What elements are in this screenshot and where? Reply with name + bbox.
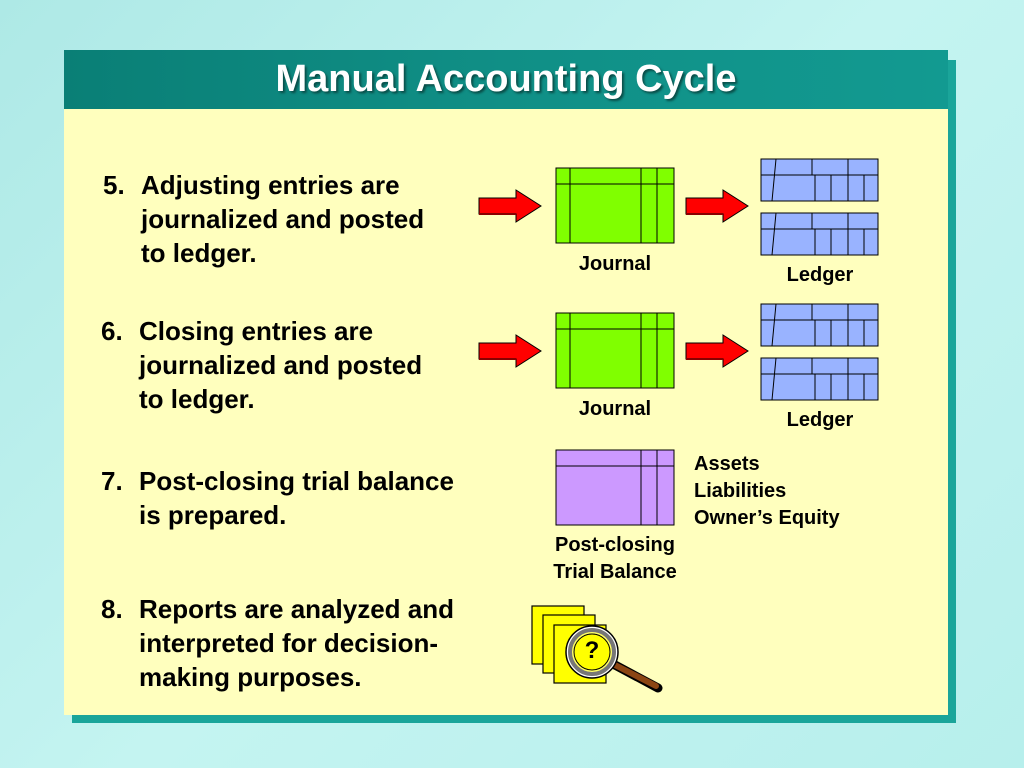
journal-label: Journal [578, 398, 652, 420]
ledger-icon [760, 158, 879, 202]
step-number: 7. [101, 466, 123, 496]
right-arrow-icon [685, 189, 749, 223]
right-arrow-icon [478, 189, 542, 223]
ledger-icon [760, 212, 879, 256]
slide-title: Manual Accounting Cycle [275, 58, 737, 100]
question-mark: ? [584, 637, 600, 664]
title-bar: Manual Accounting Cycle [64, 50, 948, 109]
journal-icon [555, 167, 675, 244]
step-number: 6. [101, 316, 123, 346]
post-closing-trial-balance-label: Post-closing Trial Balance [553, 534, 677, 583]
trial-balance-icon [555, 449, 675, 526]
right-arrow-icon [685, 334, 749, 368]
step-text: Post-closing trial balance is prepared. [139, 466, 454, 530]
balance-sheet-items-label: Assets Liabilities Owner’s Equity [694, 453, 840, 529]
right-arrow-icon [478, 334, 542, 368]
step-text: Closing entries are journalized and post… [139, 316, 423, 414]
step-text: Adjusting entries are journalized and po… [141, 170, 425, 268]
journal-label: Journal [578, 253, 652, 275]
ledger-icon [760, 357, 879, 401]
step-text: Reports are analyzed and interpreted for… [139, 594, 454, 692]
step-number: 8. [101, 594, 123, 624]
step-number: 5. [103, 170, 125, 200]
journal-icon [555, 312, 675, 389]
magnifying-glass-icon [565, 625, 663, 693]
ledger-icon [760, 303, 879, 347]
ledger-label: Ledger [786, 409, 854, 431]
ledger-label: Ledger [786, 264, 854, 286]
